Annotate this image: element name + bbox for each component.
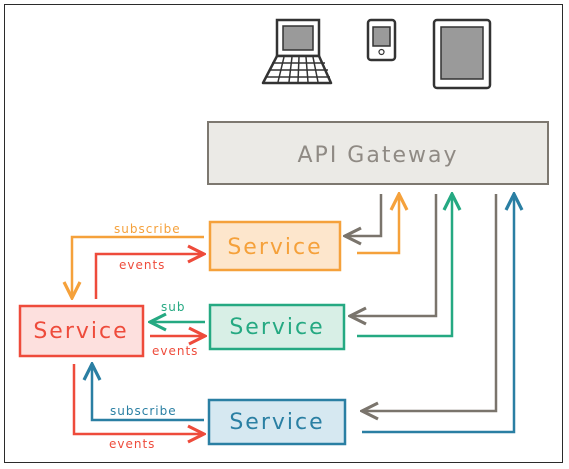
orange-subscribe-label: subscribe <box>114 222 181 236</box>
gateway-to-orange-connector <box>345 194 383 236</box>
orange-events-arrow <box>94 254 204 299</box>
service-green-label: Service <box>229 315 324 340</box>
phone-icon <box>366 18 397 62</box>
tablet-icon <box>432 18 492 90</box>
api-gateway-label: API Gateway <box>298 143 459 168</box>
laptop-icon <box>261 18 333 85</box>
orange-to-gateway-connector <box>357 194 399 255</box>
green-to-gateway-connector <box>357 194 452 338</box>
diagram-frame <box>4 4 563 463</box>
blue-subscribe-label: subscribe <box>110 404 177 418</box>
blue-subscribe-arrow <box>92 364 204 422</box>
service-red-label: Service <box>33 319 128 344</box>
service-red-box: Service <box>18 304 145 358</box>
service-orange-label: Service <box>227 235 322 260</box>
orange-events-label: events <box>119 258 165 272</box>
service-orange-box: Service <box>208 220 342 272</box>
gateway-to-green-connector <box>350 194 438 316</box>
blue-to-gateway-connector <box>362 194 514 434</box>
service-blue-label: Service <box>229 410 324 435</box>
gateway-to-blue-connector <box>362 194 498 411</box>
blue-events-label: events <box>109 437 155 451</box>
green-events-label: events <box>152 344 198 358</box>
green-sub-label: sub <box>161 300 185 314</box>
orange-subscribe-arrow <box>72 235 204 298</box>
service-green-box: Service <box>208 303 346 351</box>
service-blue-box: Service <box>207 398 347 446</box>
api-gateway-box: API Gateway <box>207 121 549 185</box>
blue-events-arrow <box>72 364 204 434</box>
